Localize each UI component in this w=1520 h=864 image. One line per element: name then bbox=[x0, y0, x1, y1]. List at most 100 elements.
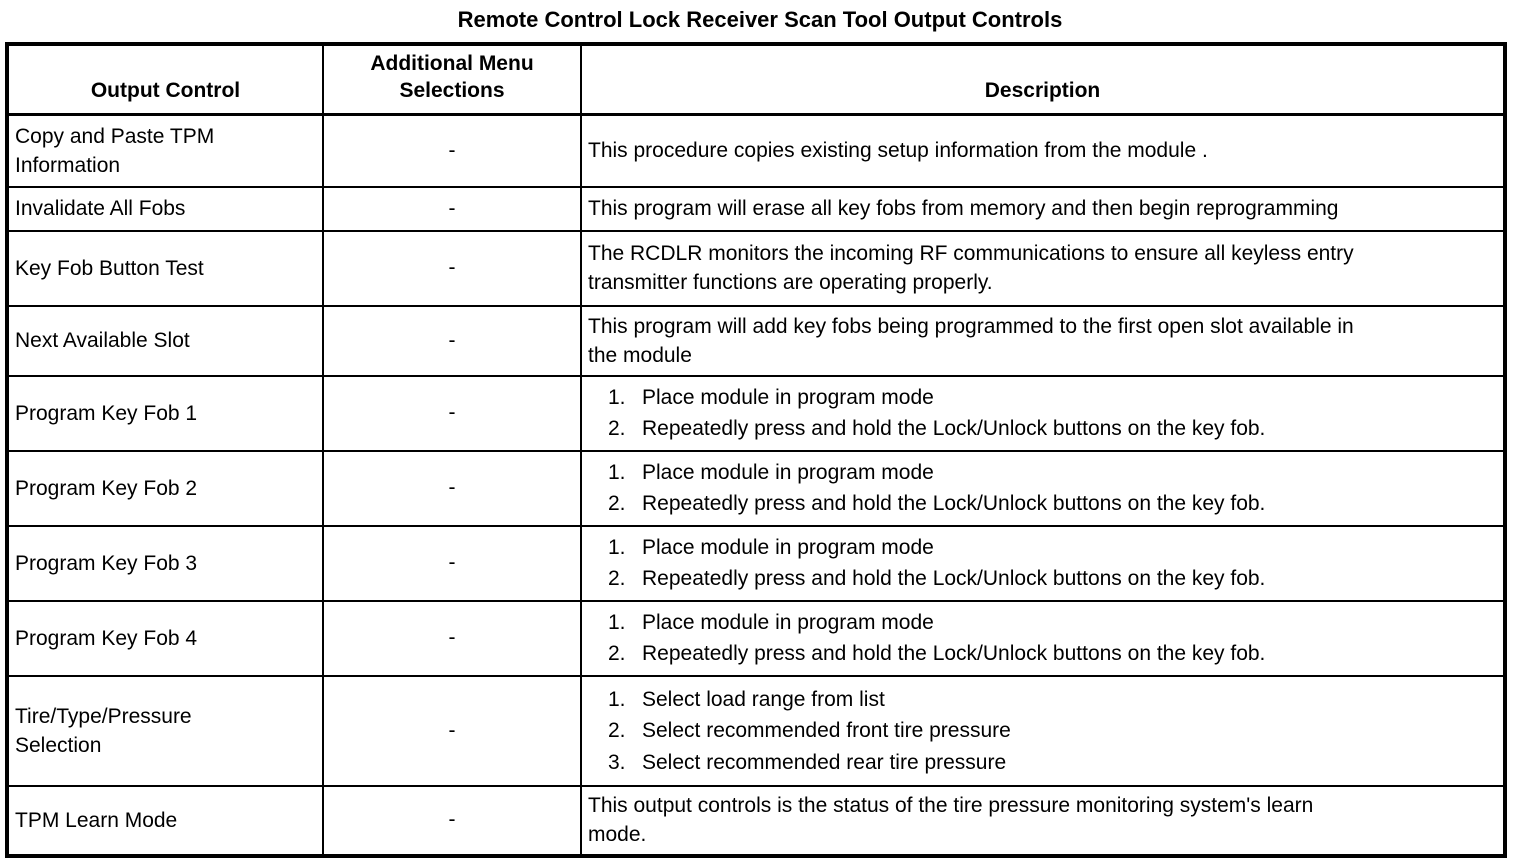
description-text: This program will erase all key fobs fro… bbox=[588, 197, 1339, 220]
list-item-text: Select load range from list bbox=[642, 687, 885, 711]
list-item-number: 2. bbox=[608, 567, 626, 591]
additional-menu-cell: - bbox=[322, 524, 582, 602]
list-item-number: 1. bbox=[608, 535, 626, 559]
list-item-text: Repeatedly press and hold the Lock/Unloc… bbox=[642, 417, 1266, 441]
description-cell: This program will erase all key fobs fro… bbox=[580, 185, 1506, 232]
list-item-number: 2. bbox=[608, 417, 626, 441]
list-item-text: Repeatedly press and hold the Lock/Unloc… bbox=[642, 642, 1266, 666]
description-list: 1. Place module in program mode 2. Repeated… bbox=[588, 533, 1499, 594]
description-list-item: 1. Place module in program mode bbox=[608, 383, 1499, 412]
description-cell: This procedure copies existing setup inf… bbox=[580, 113, 1506, 188]
output-control-cell: TPM Learn Mode bbox=[6, 784, 324, 857]
additional-menu-cell: - bbox=[322, 784, 582, 857]
table-row: Copy and Paste TPM Information -This proc… bbox=[6, 113, 1506, 188]
page-title: Remote Control Lock Receiver Scan Tool O… bbox=[457, 7, 1063, 32]
table-row: Program Key Fob 4 - 1. Place module in prog… bbox=[6, 599, 1506, 677]
output-control-cell: Tire/Type/Pressure Selection bbox=[6, 674, 324, 787]
description-text: This program will add key fobs being pro… bbox=[588, 314, 1354, 367]
output-control-label: Program Key Fob 1 bbox=[15, 401, 198, 425]
output-controls-table: Output Control Additional Menu Selection… bbox=[5, 42, 1507, 858]
description-list-item: 2. Repeatedly press and hold the Lock/Unl… bbox=[608, 564, 1499, 593]
list-item-text: Select recommended rear tire pressure bbox=[642, 750, 1007, 774]
output-control-label: Program Key Fob 3 bbox=[15, 551, 198, 575]
header-description: Description bbox=[580, 43, 1506, 116]
description-text: This output controls is the status of th… bbox=[588, 794, 1314, 846]
description-list: 1. Place module in program mode 2. Repeated… bbox=[588, 458, 1499, 519]
list-item-number: 2. bbox=[608, 492, 626, 516]
output-control-cell: Next Available Slot bbox=[6, 304, 324, 377]
additional-menu-cell: - bbox=[322, 304, 582, 377]
output-control-label: Key Fob Button Test bbox=[15, 256, 204, 280]
table-row: Invalidate All Fobs -This program will er… bbox=[6, 185, 1506, 232]
description-list-item: 2. Repeatedly press and hold the Lock/Unl… bbox=[608, 414, 1499, 443]
list-item-number: 1. bbox=[608, 460, 626, 484]
list-item-text: Place module in program mode bbox=[642, 535, 934, 559]
description-cell: This output controls is the status of th… bbox=[580, 784, 1506, 857]
table-header-row: Output Control Additional Menu Selection… bbox=[6, 43, 1506, 116]
additional-menu-cell: - bbox=[322, 449, 582, 527]
output-control-cell: Program Key Fob 3 bbox=[6, 524, 324, 602]
table-body: Copy and Paste TPM Information-This proc… bbox=[6, 113, 1506, 857]
table-row: Key Fob Button Test -The RCDLR monitors t… bbox=[6, 229, 1506, 307]
output-control-label: Invalidate All Fobs bbox=[15, 197, 186, 220]
additional-menu-cell: - bbox=[322, 674, 582, 787]
additional-menu-cell: - bbox=[322, 113, 582, 188]
list-item-number: 2. bbox=[608, 719, 626, 742]
description-cell: 1. Place module in program mode 2. Repeated… bbox=[580, 524, 1506, 602]
table-row: Program Key Fob 2 - 1. Place module in prog… bbox=[6, 449, 1506, 527]
list-item-number: 1. bbox=[608, 687, 626, 711]
list-item-text: Place module in program mode bbox=[642, 610, 934, 634]
output-control-cell: Key Fob Button Test bbox=[6, 229, 324, 307]
description-cell: This program will add key fobs being pro… bbox=[580, 304, 1506, 377]
list-item-number: 1. bbox=[608, 385, 626, 409]
description-list-item: 3. Select recommended rear tire pressure bbox=[608, 748, 1499, 777]
description-list-item: 2. Repeatedly press and hold the Lock/Unl… bbox=[608, 639, 1499, 668]
description-cell: 1. Place module in program mode 2. Repeated… bbox=[580, 449, 1506, 527]
description-cell: The RCDLR monitors the incoming RF commu… bbox=[580, 229, 1506, 307]
output-control-label: Program Key Fob 2 bbox=[15, 476, 198, 500]
output-control-label: Next Available Slot bbox=[15, 329, 190, 352]
output-control-cell: Program Key Fob 1 bbox=[6, 374, 324, 452]
description-cell: 1. Place module in program mode 2. Repeated… bbox=[580, 374, 1506, 452]
header-additional-menu-selections: Additional Menu Selections bbox=[322, 43, 582, 116]
output-control-cell: Copy and Paste TPM Information bbox=[6, 113, 324, 188]
description-list-item: 2. Repeatedly press and hold the Lock/Unl… bbox=[608, 489, 1499, 518]
description-cell: 1. Select load range from list 2. Select re… bbox=[580, 674, 1506, 787]
table-row: Next Available Slot -This program will ad… bbox=[6, 304, 1506, 377]
output-control-cell: Invalidate All Fobs bbox=[6, 185, 324, 232]
description-list-item: 1. Place module in program mode bbox=[608, 458, 1499, 487]
description-list-item: 2. Select recommended front tire pressure bbox=[608, 716, 1499, 745]
additional-menu-cell: - bbox=[322, 599, 582, 677]
list-item-number: 3. bbox=[608, 750, 626, 774]
description-list: 1. Place module in program mode 2. Repeated… bbox=[588, 383, 1499, 444]
additional-menu-cell: - bbox=[322, 229, 582, 307]
description-list-item: 1. Select load range from list bbox=[608, 685, 1499, 714]
output-control-cell: Program Key Fob 4 bbox=[6, 599, 324, 677]
description-list: 1. Place module in program mode 2. Repeated… bbox=[588, 608, 1499, 669]
additional-menu-cell: - bbox=[322, 185, 582, 232]
list-item-text: Repeatedly press and hold the Lock/Unloc… bbox=[642, 492, 1266, 516]
table-row: Program Key Fob 1 - 1. Place module in prog… bbox=[6, 374, 1506, 452]
description-list-item: 1. Place module in program mode bbox=[608, 608, 1499, 637]
list-item-number: 1. bbox=[608, 610, 626, 634]
output-control-label: TPM Learn Mode bbox=[15, 808, 178, 832]
output-control-label: Tire/Type/Pressure Selection bbox=[15, 704, 192, 757]
description-text: This procedure copies existing setup inf… bbox=[588, 139, 1208, 163]
list-item-number: 2. bbox=[608, 642, 626, 666]
description-cell: 1. Place module in program mode 2. Repeated… bbox=[580, 599, 1506, 677]
list-item-text: Repeatedly press and hold the Lock/Unloc… bbox=[642, 567, 1266, 591]
output-control-label: Copy and Paste TPM Information bbox=[15, 124, 215, 177]
output-control-cell: Program Key Fob 2 bbox=[6, 449, 324, 527]
table-row: TPM Learn Mode -This output controls is t… bbox=[6, 784, 1506, 857]
list-item-text: Place module in program mode bbox=[642, 385, 934, 409]
description-list-item: 1. Place module in program mode bbox=[608, 533, 1499, 562]
description-list: 1. Select load range from list 2. Select re… bbox=[588, 685, 1499, 777]
header-output-control: Output Control bbox=[6, 43, 324, 116]
output-control-label: Program Key Fob 4 bbox=[15, 626, 198, 650]
list-item-text: Select recommended front tire pressure bbox=[642, 719, 1011, 742]
description-text: The RCDLR monitors the incoming RF commu… bbox=[588, 242, 1354, 294]
table-row: Program Key Fob 3 - 1. Place module in prog… bbox=[6, 524, 1506, 602]
list-item-text: Place module in program mode bbox=[642, 460, 934, 484]
additional-menu-cell: - bbox=[322, 374, 582, 452]
table-row: Tire/Type/Pressure Selection - 1. Select lo… bbox=[6, 674, 1506, 787]
